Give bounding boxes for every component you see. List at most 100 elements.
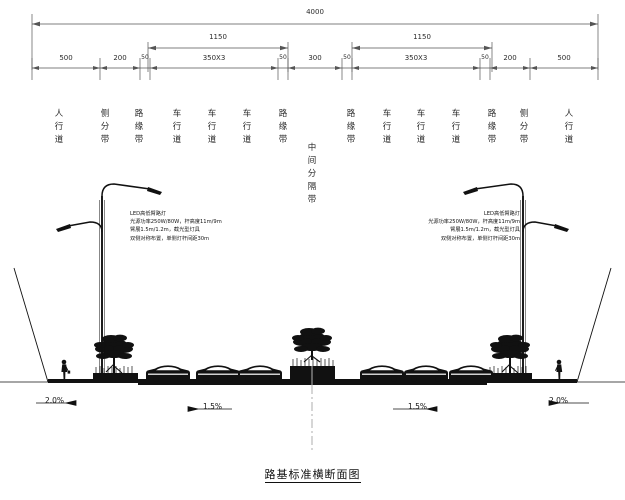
zone-label-char: 车 xyxy=(172,109,182,119)
zone-label-char: 人 xyxy=(54,109,64,119)
dimension-group-right: 1150 xyxy=(413,33,431,41)
slope-markers xyxy=(36,400,589,412)
zone-label-char: 道 xyxy=(172,135,182,145)
zone-label-char: 路 xyxy=(278,109,288,119)
zone-label-char: 车 xyxy=(416,109,426,119)
dimension-segment: 300 xyxy=(308,54,322,62)
dimension-segment: 500 xyxy=(557,54,571,62)
zone-label-char: 分 xyxy=(100,122,110,132)
zone-label-curb-strip-left-inner: 路缘带 xyxy=(276,108,290,147)
zone-label-char: 道 xyxy=(416,135,426,145)
dimension-segment: 200 xyxy=(503,54,517,62)
pedestrian-figures xyxy=(61,359,563,380)
zone-label-carriageway-l2: 车行道 xyxy=(205,108,219,147)
zone-label-char: 带 xyxy=(487,135,497,145)
street-trees xyxy=(94,327,530,374)
street-light-right xyxy=(463,183,569,379)
zone-label-char: 道 xyxy=(54,135,64,145)
zone-label-char: 缘 xyxy=(278,122,288,132)
lamp-annotation-right: LED高低臂路灯 光源功率250W/80W，杆高度11m/9m 臂展1.5m/1… xyxy=(428,210,520,243)
lamp-note-line: 光源功率250W/80W，杆高度11m/9m xyxy=(428,219,520,226)
zone-label-char: 道 xyxy=(564,135,574,145)
zone-label-carriageway-r2: 车行道 xyxy=(414,108,428,147)
dimension-segment: 350X3 xyxy=(404,54,428,62)
center-label-char: 间 xyxy=(307,156,317,166)
dimension-total-width: 4000 xyxy=(306,8,324,16)
street-light-left xyxy=(56,183,162,379)
lamp-note-line: 双侧对称布置，单侧灯杆间距30m xyxy=(440,235,520,242)
dimension-segment: 50 xyxy=(279,54,287,61)
zone-label-char: 车 xyxy=(451,109,461,119)
zone-label-char: 道 xyxy=(242,135,252,145)
zone-label-char: 行 xyxy=(416,122,426,132)
zone-label-char: 行 xyxy=(242,122,252,132)
dimension-segment: 50 xyxy=(481,54,489,61)
center-label-char: 隔 xyxy=(307,182,317,192)
zone-label-char: 侧 xyxy=(100,109,110,119)
center-median-label: 中间分隔带 xyxy=(305,142,319,207)
zone-label-char: 行 xyxy=(172,122,182,132)
zone-label-char: 车 xyxy=(207,109,217,119)
center-label-char: 带 xyxy=(307,195,317,205)
dimension-segment: 350X3 xyxy=(202,54,226,62)
zone-label-char: 路 xyxy=(346,109,356,119)
zone-label-side-divider-right: 侧分带 xyxy=(517,108,531,147)
lamp-note-line: 臂展1.5m/1.2m，截光型灯具 xyxy=(130,227,200,234)
lamp-note-line: LED高低臂路灯 xyxy=(483,211,520,217)
zone-label-carriageway-l1: 车行道 xyxy=(170,108,184,147)
zone-label-char: 行 xyxy=(382,122,392,132)
dimension-segment: 500 xyxy=(59,54,73,62)
zone-label-char: 缘 xyxy=(134,122,144,132)
dimension-segment: 200 xyxy=(113,54,127,62)
lamp-note-line: LED高低臂路灯 xyxy=(130,211,167,217)
zone-label-curb-strip-right-inner: 路缘带 xyxy=(344,108,358,147)
zone-label-char: 侧 xyxy=(519,109,529,119)
dimension-segment: 50 xyxy=(141,54,149,61)
zone-label-char: 车 xyxy=(242,109,252,119)
zone-label-char: 车 xyxy=(382,109,392,119)
slope-sidewalk-left: 2.0% xyxy=(45,396,65,405)
zone-label-char: 缘 xyxy=(487,122,497,132)
zone-label-char: 带 xyxy=(519,135,529,145)
zone-label-char: 缘 xyxy=(346,122,356,132)
drawing-title-text: 路基标准横断面图 xyxy=(264,468,361,483)
zone-label-char: 带 xyxy=(100,135,110,145)
zone-label-char: 行 xyxy=(54,122,64,132)
lamp-note-line: 光源功率250W/80W，杆高度11m/9m xyxy=(130,219,222,226)
lamp-annotation-left: LED高低臂路灯 光源功率250W/80W，杆高度11m/9m 臂展1.5m/1… xyxy=(130,210,222,243)
dimension-lines xyxy=(31,14,599,80)
zone-label-char: 路 xyxy=(487,109,497,119)
zone-label-char: 带 xyxy=(134,135,144,145)
lamp-note-line: 臂展1.5m/1.2m，截光型灯具 xyxy=(450,227,520,234)
zone-label-char: 人 xyxy=(564,109,574,119)
zone-label-char: 带 xyxy=(278,135,288,145)
slope-carriageway-right: 1.5% xyxy=(408,402,428,411)
zone-label-char: 道 xyxy=(207,135,217,145)
slope-carriageway-left: 1.5% xyxy=(203,402,223,411)
dimension-group-left: 1150 xyxy=(209,33,227,41)
zone-label-curb-strip-left-outer: 路缘带 xyxy=(132,108,146,147)
subgrade-profile xyxy=(0,267,625,385)
zone-label-sidewalk-left: 人行道 xyxy=(52,108,66,147)
zone-label-char: 带 xyxy=(346,135,356,145)
slope-sidewalk-right: 2.0% xyxy=(549,396,569,405)
zone-label-side-divider-left: 侧分带 xyxy=(98,108,112,147)
zone-label-carriageway-r3: 车行道 xyxy=(449,108,463,147)
zone-label-sidewalk-right: 人行道 xyxy=(562,108,576,147)
zone-label-curb-strip-right-outer: 路缘带 xyxy=(485,108,499,147)
zone-label-char: 分 xyxy=(519,122,529,132)
zone-label-carriageway-r1: 车行道 xyxy=(380,108,394,147)
zone-label-char: 路 xyxy=(134,109,144,119)
zone-label-char: 道 xyxy=(451,135,461,145)
zone-label-char: 行 xyxy=(564,122,574,132)
lamp-note-line: 双侧对称布置，单侧灯杆间距30m xyxy=(130,235,210,242)
zone-label-char: 道 xyxy=(382,135,392,145)
drawing-title: 路基标准横断面图 xyxy=(0,466,625,483)
dimension-segment: 50 xyxy=(343,54,351,61)
zone-label-char: 行 xyxy=(451,122,461,132)
center-label-char: 分 xyxy=(307,169,317,179)
center-label-char: 中 xyxy=(307,143,317,153)
zone-label-carriageway-l3: 车行道 xyxy=(240,108,254,147)
